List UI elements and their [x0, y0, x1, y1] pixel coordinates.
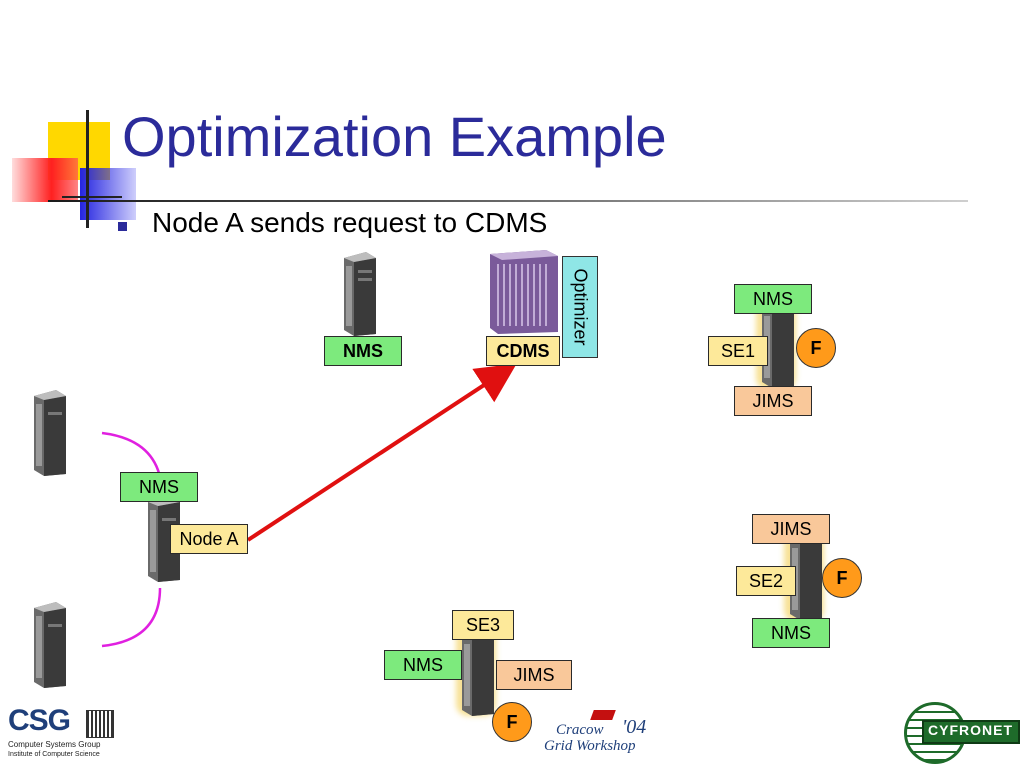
se1-f-badge: F — [796, 328, 836, 368]
se2-f-badge: F — [822, 558, 862, 598]
se3-jims-label: JIMS — [496, 660, 572, 690]
server-icon — [34, 390, 66, 476]
request-arrow — [246, 363, 517, 542]
page-title: Optimization Example — [122, 105, 667, 168]
title-decoration — [0, 100, 140, 230]
se1-jims-label: JIMS — [734, 386, 812, 416]
se3-label: SE3 — [452, 610, 514, 640]
bullet-marker — [118, 222, 127, 231]
workshop-logo: Cracow '04 Grid Workshop — [540, 700, 670, 760]
node-a-label: Node A — [170, 524, 248, 554]
se3-nms-label: NMS — [384, 650, 462, 680]
csg-logo-mark — [86, 710, 114, 738]
optimizer-label: Optimizer — [562, 256, 598, 358]
server-icon — [34, 602, 66, 688]
se1-nms-label: NMS — [734, 284, 812, 314]
node-a-nms-label: NMS — [120, 472, 198, 502]
cyfronet-text: CYFRONET — [928, 722, 1013, 738]
workshop-line2: Grid Workshop — [544, 738, 636, 754]
cdms-server-icon — [490, 250, 558, 334]
bullet-text: Node A sends request to CDMS — [152, 207, 548, 238]
server-icon — [344, 252, 376, 336]
nms-top-label: NMS — [324, 336, 402, 366]
mortarboard-icon — [590, 710, 616, 720]
csg-line1: Computer Systems Group — [8, 740, 101, 749]
se2-jims-label: JIMS — [752, 514, 830, 544]
workshop-line1: Cracow — [556, 722, 604, 738]
se3-server-icon — [462, 630, 494, 716]
cdms-label: CDMS — [486, 336, 560, 366]
workshop-year: '04 — [622, 716, 647, 738]
se1-label: SE1 — [708, 336, 768, 366]
csg-logo-letters: CSG — [8, 704, 71, 737]
cyfronet-logo: CYFRONET — [900, 700, 1020, 764]
lower-arc — [101, 587, 162, 648]
se2-label: SE2 — [736, 566, 796, 596]
csg-logo: CSG Computer Systems Group Institute of … — [8, 704, 118, 764]
csg-line2: Institute of Computer Science — [8, 751, 100, 758]
se3-f-badge: F — [492, 702, 532, 742]
se2-nms-label: NMS — [752, 618, 830, 648]
title-rule — [48, 200, 968, 202]
